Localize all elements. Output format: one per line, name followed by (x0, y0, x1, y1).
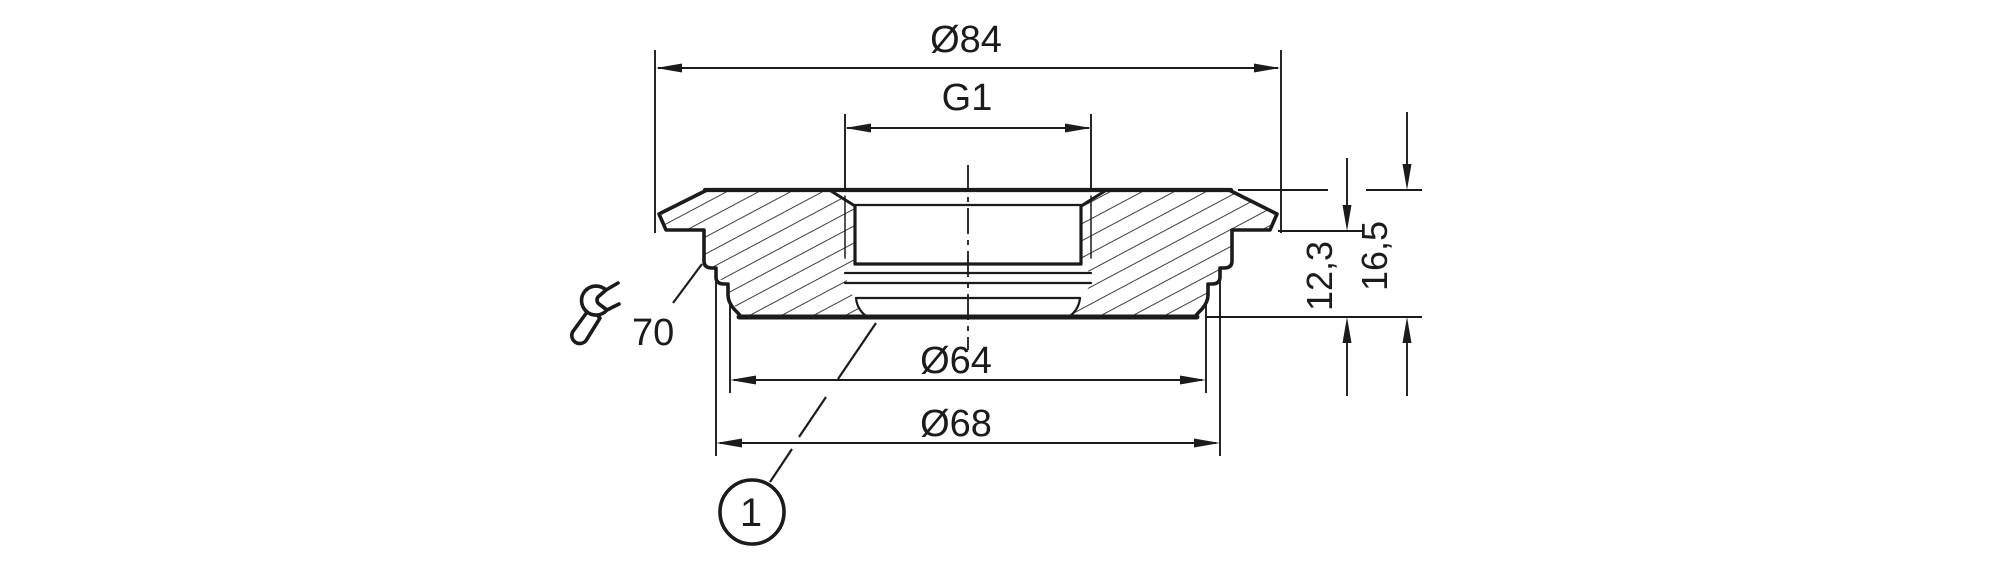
cut-face-left-hatch (660, 191, 864, 316)
callout-leader-segment (769, 448, 793, 483)
dim-label-total-height: 16,5 (1354, 221, 1395, 291)
arrowhead-right (1194, 438, 1220, 448)
callout-item-number: 1 (740, 491, 762, 535)
outer-profile-left (657, 188, 743, 319)
dimension-heights (1205, 112, 1422, 396)
dimension-outer-diameter (715, 282, 1221, 456)
arrowhead-right (1180, 375, 1206, 385)
wrench-handle (570, 306, 602, 346)
item-callout: 1 (718, 322, 877, 546)
arrowhead-right (1254, 63, 1280, 73)
arrowhead-left (730, 375, 756, 385)
arrowhead-up (1342, 317, 1352, 343)
arrowhead-left (656, 63, 682, 73)
bore-bottom-fillet-left (854, 296, 868, 318)
entry-chamfer-left (829, 189, 857, 208)
bore-bottom-fillet-right (1068, 296, 1082, 318)
arrowhead-down (1342, 205, 1352, 231)
callout-leader-segment (798, 396, 827, 438)
dim-label-step-height: 12,3 (1299, 241, 1340, 311)
outer-profile-right (1193, 188, 1279, 319)
arrowhead-up (1402, 317, 1412, 343)
wrench-head (579, 284, 609, 317)
wrench-jaw-prong (605, 302, 621, 312)
arrowhead-left (845, 123, 871, 133)
dimension-thread-size (844, 114, 1092, 192)
dim-label-flange-diameter: Ø84 (930, 19, 1002, 61)
dim-label-thread-size: G1 (942, 77, 993, 119)
wrench-leader-line (672, 263, 703, 304)
dim-label-wrench-size: 70 (632, 312, 674, 354)
dim-label-inner-diameter: Ø64 (920, 340, 992, 382)
dimension-flange-diameter (654, 50, 1282, 233)
callout-balloon-circle (718, 478, 786, 546)
entry-chamfer-right (1079, 189, 1107, 208)
wrench-jaw-prong (604, 281, 620, 292)
arrowhead-right (1065, 123, 1091, 133)
arrowhead-down (1402, 164, 1412, 190)
wrench-size-callout: 70 (570, 263, 703, 354)
wrench-icon (570, 281, 621, 346)
part-cross-section (657, 165, 1279, 350)
callout-leader-segment (837, 322, 877, 380)
dimension-inner-diameter (729, 303, 1207, 393)
dim-label-outer-diameter: Ø68 (920, 403, 992, 445)
cut-face-right-hatch (1072, 191, 1276, 316)
arrowhead-left (716, 438, 742, 448)
